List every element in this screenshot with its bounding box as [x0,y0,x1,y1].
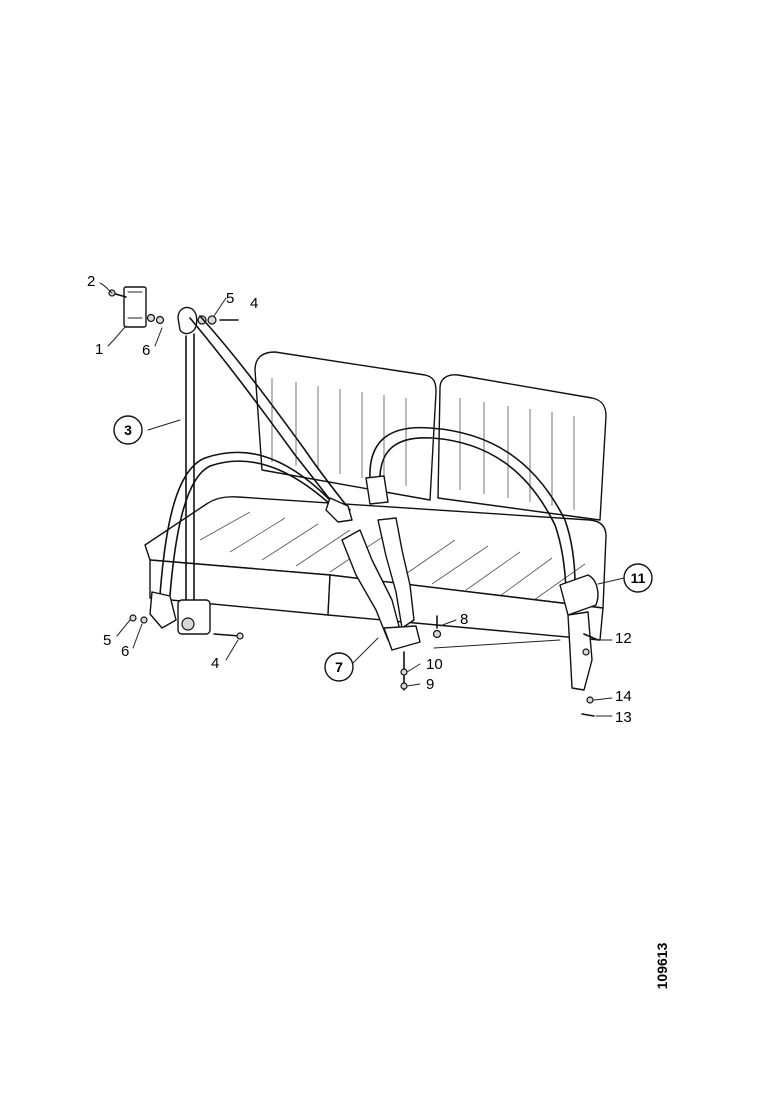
top-anchor-washer [197,315,207,325]
callout-1: 1 [95,341,103,358]
right-tongue [365,475,389,505]
left-backrest [254,351,437,501]
callout-11: 11 [631,570,646,586]
callout-12: 12 [615,630,632,647]
callout-4-bottom: 4 [211,655,219,672]
right-belt [369,426,576,586]
right-bolt-12 [583,633,599,641]
right-anchor-plate [567,611,593,691]
callout-6-bottom: 6 [121,643,129,660]
callout-3: 3 [124,422,132,438]
lower-washer-6 [140,616,148,624]
right-bolt-13 [581,713,595,717]
callout-14: 14 [615,688,632,705]
callout-10: 10 [426,656,443,673]
lower-anchor-plate [149,591,177,629]
callout-6-top: 6 [142,342,150,359]
callout-13: 13 [615,709,632,726]
spacer-washer [146,313,156,323]
left-belt-assembly [108,286,353,640]
buckle-stalk-right [377,517,415,629]
centre-buckle-assembly [341,517,442,691]
callout-circle-11 [623,563,653,593]
leader-lines [99,282,625,717]
callout-7: 7 [335,659,343,675]
figure-reference-number: 109613 [654,942,670,989]
callout-9: 9 [426,676,434,693]
callout-2: 2 [87,273,95,290]
lower-anchor-bolt [213,633,241,637]
callout-5-bottom: 5 [103,632,111,649]
vertical-belt [185,333,195,601]
callout-circle-3 [113,415,143,445]
seat-cushion [144,496,607,609]
callout-8: 8 [460,611,468,628]
right-backrest [437,374,607,521]
shoulder-belt [189,317,343,516]
lower-washer-5 [129,614,137,622]
right-belt-assembly [365,426,599,717]
lap-belt [159,451,331,596]
right-retractor [559,574,599,616]
tongue-plate [325,497,353,523]
callout-4-top: 4 [250,295,258,312]
callout-circle-7 [324,652,354,682]
right-washer-14 [586,696,594,704]
centre-washer [432,629,442,639]
callout-5-top: 5 [226,290,234,307]
centre-mounting-base [383,625,421,651]
upper-bracket [123,286,147,328]
lower-retractor [177,599,211,635]
top-pillar-loop [177,306,198,335]
